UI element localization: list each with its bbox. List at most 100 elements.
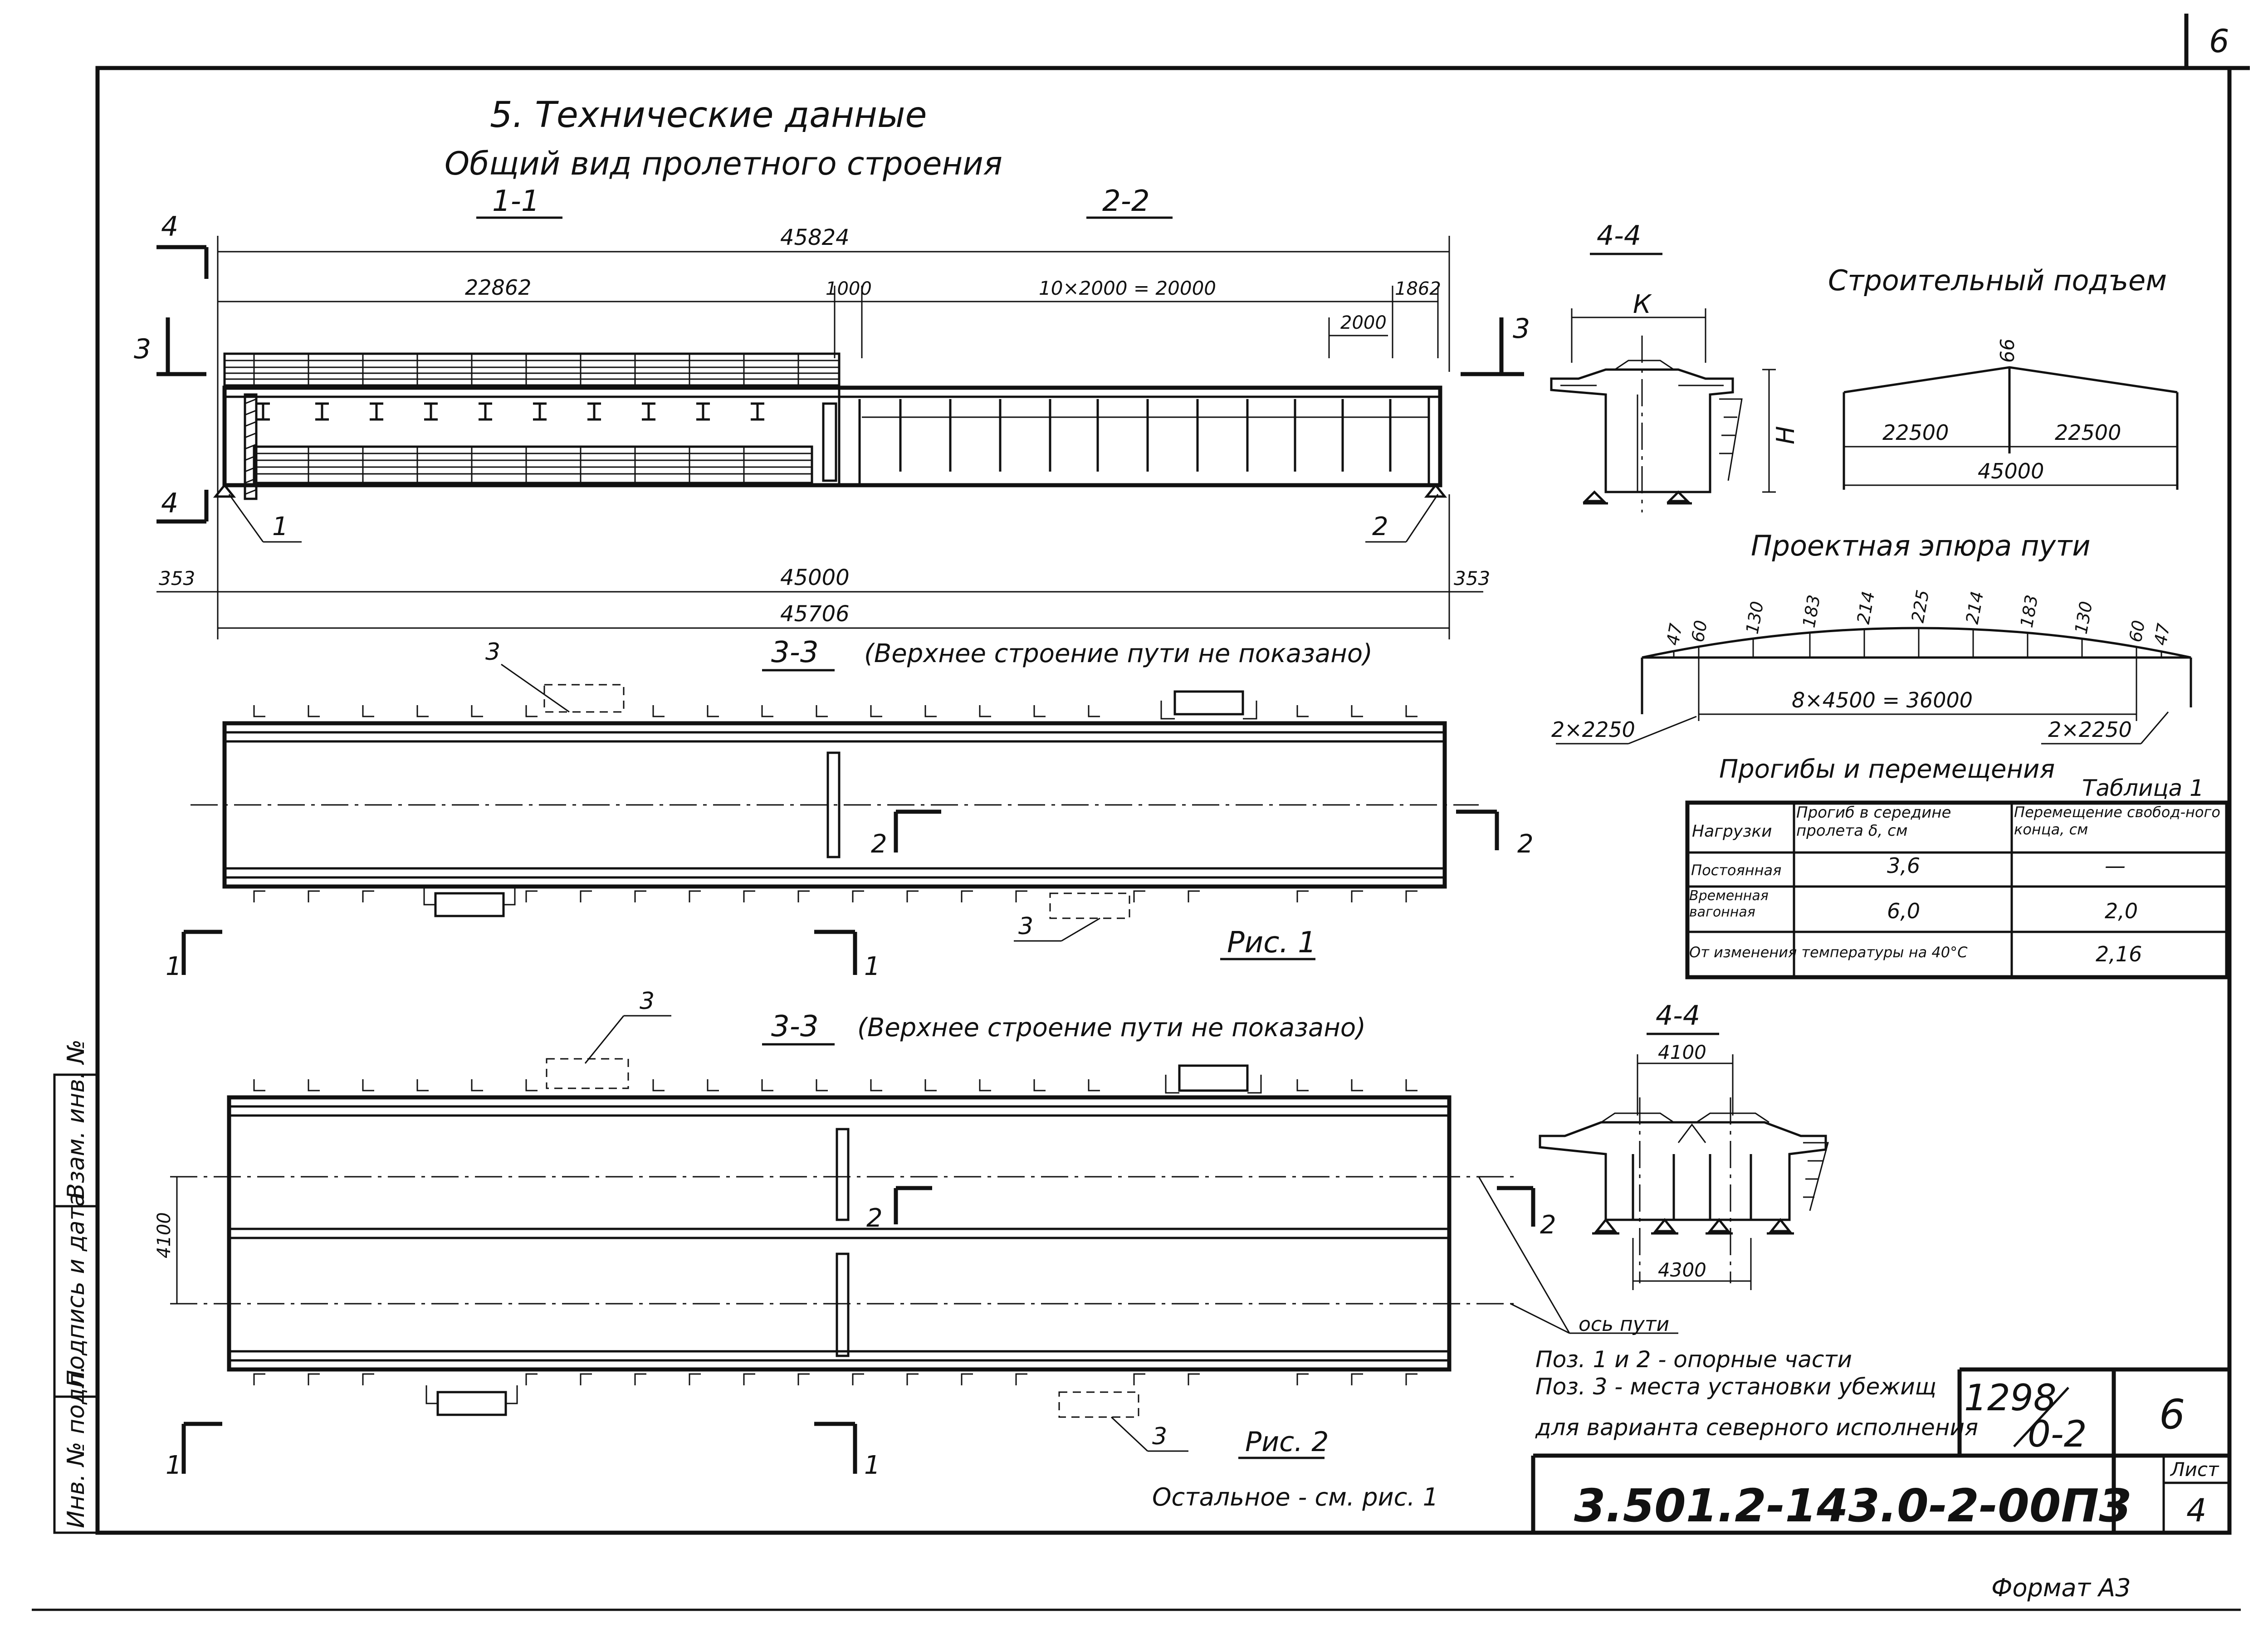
section-4-4-title: 4-4 bbox=[1597, 220, 1641, 252]
ordinate-10: 60 bbox=[2126, 619, 2149, 643]
table-header-deflection: Прогиб в середине пролета δ, см bbox=[1796, 804, 1951, 840]
upper-panel-lines bbox=[225, 354, 839, 385]
row1-displacement: — bbox=[2105, 853, 2126, 878]
plan1-title: 3-3 bbox=[771, 636, 819, 669]
profile-ordinate-lines bbox=[1673, 628, 2162, 658]
row2-displacement: 2,0 bbox=[2105, 899, 2138, 923]
lower-panel-lines bbox=[254, 447, 812, 483]
section-4-4-single: 4-4 К Н bbox=[1550, 220, 1800, 512]
plan1-pos-3-top: 3 bbox=[485, 638, 500, 666]
camber-apex: 66 bbox=[1996, 339, 2019, 363]
plan2-pos-3-bottom: 3 bbox=[1152, 1423, 1167, 1450]
plan2-cut-1-center: 1 bbox=[864, 1451, 880, 1480]
note-track-axis: ось пути bbox=[1579, 1313, 1669, 1336]
camber-right: 22500 bbox=[2055, 420, 2121, 445]
note-line-1: Поз. 1 и 2 - опорные части bbox=[1535, 1346, 1852, 1373]
dim-overhang-right: 353 bbox=[1454, 567, 1490, 590]
drawing-code: 3.501.2-143.0-2-00ПЗ bbox=[1574, 1479, 2131, 1532]
sheet-frame bbox=[32, 14, 2250, 1611]
side-view: 1-1 2-2 45824 22862 1000 10×2000 = 20000… bbox=[134, 185, 1530, 639]
table-header-loads: Нагрузки bbox=[1692, 822, 1772, 841]
row3-displacement: 2,16 bbox=[2096, 942, 2142, 966]
dim-span: 45000 bbox=[780, 565, 850, 590]
ordinate-5: 214 bbox=[1853, 590, 1879, 625]
section-title: 5. Технические данные bbox=[490, 95, 927, 136]
plan1-cut-1-left: 1 bbox=[166, 952, 182, 981]
ordinate-11: 47 bbox=[2151, 622, 2174, 647]
pos-1-label: 1 bbox=[272, 512, 288, 541]
plan2-title: 3-3 bbox=[771, 1010, 819, 1043]
dim-end: 1862 bbox=[1395, 278, 1441, 299]
double-dim-top: 4100 bbox=[1658, 1041, 1706, 1063]
dim-h-label: Н bbox=[1771, 426, 1800, 444]
title-block: 1298 0-2 6 3.501.2-143.0-2-00ПЗ Лист 4 bbox=[1531, 1367, 2229, 1533]
row2-load: Временная вагонная bbox=[1689, 888, 1769, 920]
stamp-original-inv: Инв. № подл. bbox=[63, 1365, 90, 1528]
left-cross-ties bbox=[256, 402, 764, 421]
cut-4-bottom: 4 bbox=[161, 487, 178, 519]
plan2-pos-3-top: 3 bbox=[640, 988, 655, 1015]
plan1-cut-1-center: 1 bbox=[864, 952, 880, 981]
dim-gap: 1000 bbox=[826, 278, 872, 299]
row1-deflection: 3,6 bbox=[1887, 853, 1920, 878]
dim-k-label: К bbox=[1633, 290, 1652, 319]
camber-title: Строительный подъем bbox=[1828, 264, 2167, 297]
project-ref-top: 1298 bbox=[1964, 1377, 2057, 1419]
ordinate-7: 214 bbox=[1962, 590, 1988, 625]
ordinate-3: 130 bbox=[1742, 599, 1768, 635]
plan2-dim-track: 4100 bbox=[154, 1212, 175, 1258]
right-stiffeners bbox=[858, 397, 1430, 485]
subtitle: Общий вид пролетного строения bbox=[445, 145, 1002, 182]
table-number: Таблица 1 bbox=[2082, 775, 2204, 801]
dim-panel: 2000 bbox=[1340, 312, 1387, 333]
plan1-figure-label: Рис. 1 bbox=[1227, 926, 1316, 960]
stamp-signature-date: Подпись и дата bbox=[63, 1192, 90, 1388]
profile-end-right: 2×2250 bbox=[2048, 717, 2132, 742]
table-caption: Прогибы и перемещения bbox=[1719, 755, 2055, 784]
title-block-sheet-alt: 6 bbox=[2159, 1391, 2185, 1438]
project-ref-bottom: 0-2 bbox=[2028, 1413, 2087, 1455]
camber-diagram: Строительный подъем 66 22500 22500 45000 bbox=[1828, 264, 2179, 490]
row3-load: От изменения температуры на 40°С bbox=[1689, 944, 1968, 961]
row2-deflection: 6,0 bbox=[1887, 899, 1920, 923]
ordinate-1: 47 bbox=[1663, 622, 1686, 647]
note-line-2: Поз. 3 - места установки убежищ bbox=[1535, 1374, 1936, 1400]
ordinate-8: 183 bbox=[2017, 593, 2042, 629]
plan2-figure-label: Рис. 2 bbox=[1245, 1426, 1329, 1458]
corner-page-number: 6 bbox=[2209, 23, 2229, 60]
cut-4-top: 4 bbox=[161, 211, 178, 243]
cut-3-right: 3 bbox=[1513, 313, 1530, 345]
ordinate-9: 130 bbox=[2071, 599, 2097, 635]
stamp-replace-inv: Взам. инв. № bbox=[63, 1039, 90, 1199]
plan1-top-ties bbox=[253, 705, 1418, 717]
profile-middle-dim: 8×4500 = 36000 bbox=[1792, 688, 1973, 712]
ordinate-4: 183 bbox=[1799, 593, 1824, 629]
plan2-remainder-note: Остальное - см. рис. 1 bbox=[1152, 1483, 1438, 1511]
plan1-bottom-ties bbox=[253, 890, 1418, 902]
track-profile-title: Проектная эпюра пути bbox=[1751, 529, 2091, 562]
deflection-table: Прогибы и перемещения Таблица 1 Нагрузки… bbox=[1685, 755, 2229, 979]
row1-load: Постоянная bbox=[1691, 862, 1781, 879]
ordinate-2: 60 bbox=[1688, 619, 1711, 643]
pos-2-label: 2 bbox=[1372, 512, 1388, 541]
section-4-4-double: 4-4 4100 4300 bbox=[1539, 1000, 1829, 1290]
plan1-cut-2-center: 2 bbox=[871, 829, 887, 859]
profile-end-left: 2×2250 bbox=[1551, 717, 1635, 742]
plan2-cut-2-right: 2 bbox=[1540, 1210, 1556, 1240]
plan1-pos-3-bottom: 3 bbox=[1018, 913, 1033, 940]
camber-total: 45000 bbox=[1978, 459, 2044, 483]
sheet-number: 4 bbox=[2186, 1492, 2207, 1529]
section-label-2-2: 2-2 bbox=[1102, 185, 1150, 218]
section-4-4-double-title: 4-4 bbox=[1656, 1000, 1700, 1032]
camber-left: 22500 bbox=[1882, 420, 1949, 445]
dim-overhang-left: 353 bbox=[159, 567, 195, 590]
plan-view-1: 3-3 (Верхнее строение пути не показано) … bbox=[166, 636, 1534, 981]
notes: ось пути Поз. 1 и 2 - опорные части Поз.… bbox=[1535, 1313, 1978, 1441]
plan2-cut-1-left: 1 bbox=[166, 1451, 182, 1480]
cut-3-left: 3 bbox=[134, 333, 151, 365]
sheet-label: Лист bbox=[2170, 1458, 2219, 1481]
dim-total-bottom: 45706 bbox=[780, 601, 850, 627]
format-note: Формат А3 bbox=[1991, 1574, 2131, 1602]
dim-total-top: 45824 bbox=[780, 225, 850, 250]
